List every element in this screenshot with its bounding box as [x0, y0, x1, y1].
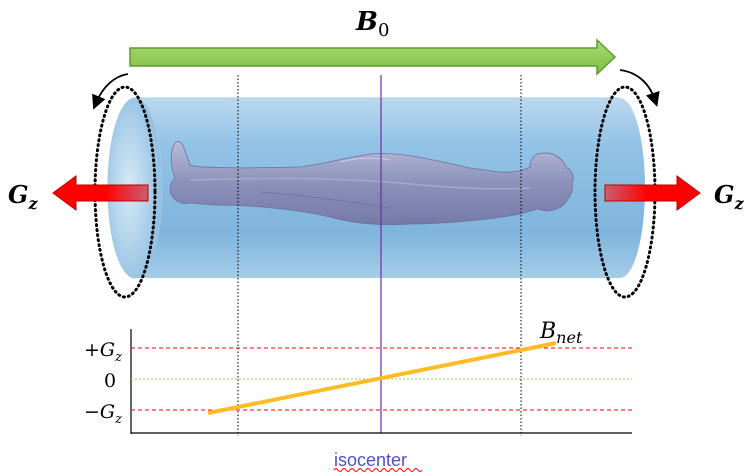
bnet-label: Bnet — [539, 319, 583, 347]
right-gz-arrow — [604, 175, 701, 211]
b0-label: B0 — [355, 7, 389, 41]
isocenter-label: isocenter — [334, 450, 407, 470]
tick-plus-gz: +Gz — [84, 339, 122, 365]
left-gz-label: Gz — [8, 180, 39, 213]
field-graph — [130, 329, 632, 434]
left-gz-arrow — [52, 175, 149, 211]
bnet-line — [207, 341, 557, 415]
b0-arrow — [129, 38, 617, 76]
patient-body — [169, 141, 574, 226]
left-current-arrow — [92, 73, 129, 110]
right-current-arrow — [619, 69, 660, 107]
b0-subscript: 0 — [378, 20, 389, 41]
tick-minus-gz: −Gz — [84, 401, 122, 427]
spellcheck-underline — [333, 468, 423, 472]
right-gz-label: Gz — [714, 180, 745, 213]
tick-zero: 0 — [104, 370, 116, 392]
